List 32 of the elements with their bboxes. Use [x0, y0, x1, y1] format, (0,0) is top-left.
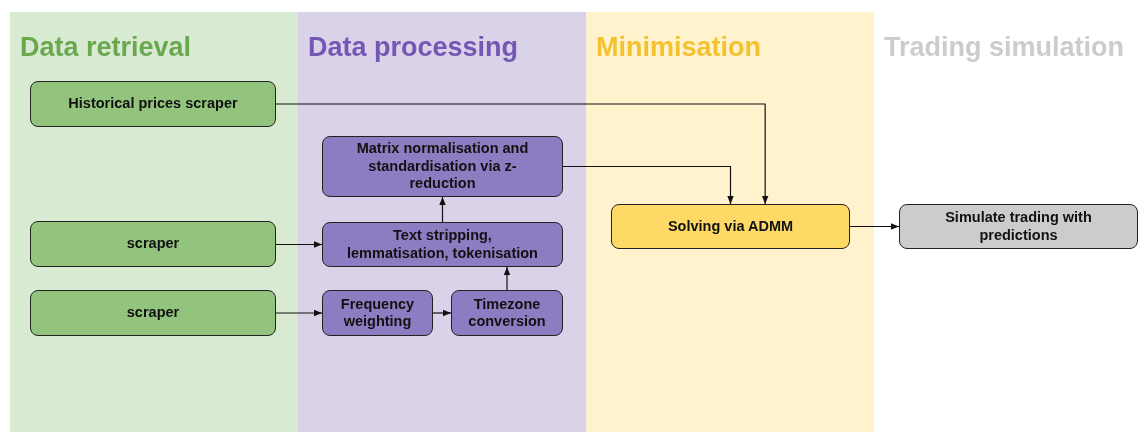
column-band: [586, 12, 874, 432]
box-label: Text stripping, lemmatisation, tokenisation: [346, 227, 539, 262]
box-label: Solving via ADMM: [666, 217, 795, 236]
process-box: [30, 81, 276, 127]
process-box: [611, 204, 850, 249]
arrow: [275, 103, 769, 205]
arrow: [275, 241, 323, 248]
box-label: scraper: [125, 304, 181, 322]
process-box: [30, 221, 276, 267]
process-box: [322, 222, 563, 267]
column-band: [10, 12, 298, 432]
column-heading: Data retrieval: [20, 32, 192, 63]
arrow: [439, 196, 446, 223]
process-box: [899, 204, 1138, 249]
box-label: Frequency weighting: [339, 295, 416, 331]
box-label: Simulate trading with predictions: [944, 209, 1093, 244]
arrow: [562, 165, 734, 205]
process-box: [322, 136, 563, 197]
process-box: [322, 290, 433, 336]
box-label: Historical prices scraper: [67, 95, 239, 113]
box-label: Timezone conversion: [467, 295, 547, 331]
column-heading: Data processing: [308, 32, 519, 63]
arrow: [275, 309, 323, 317]
arrow: [503, 266, 511, 291]
box-label: scraper: [125, 235, 181, 253]
column-heading: Minimisation: [596, 32, 761, 63]
box-label: Matrix normalisation and standardisation via z-reduction: [355, 140, 530, 193]
process-box: [451, 290, 563, 336]
column-band: [298, 12, 586, 432]
arrow: [432, 309, 452, 317]
arrow: [849, 223, 900, 230]
process-box: [30, 290, 276, 336]
